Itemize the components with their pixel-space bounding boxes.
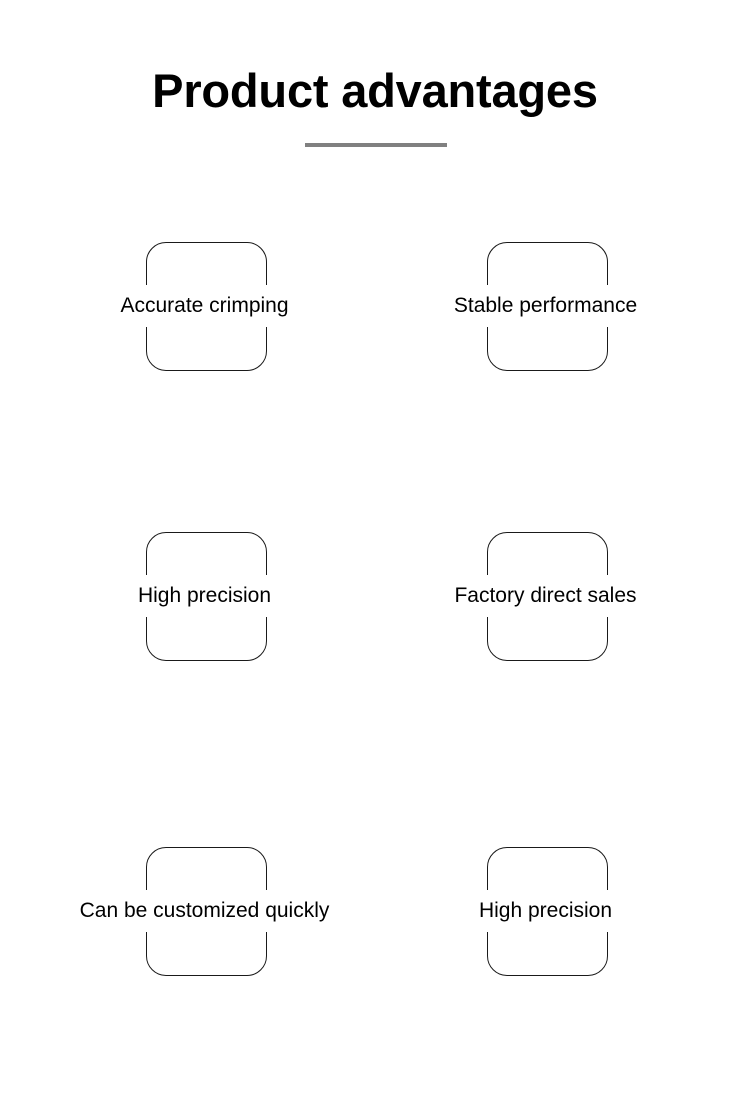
advantage-label: Stable performance: [358, 285, 733, 327]
advantage-item[interactable]: Stable performance: [358, 242, 733, 371]
title-divider: [305, 143, 447, 147]
advantage-label: High precision: [358, 890, 733, 932]
advantage-item[interactable]: High precision: [358, 847, 733, 976]
advantage-item[interactable]: Accurate crimping: [17, 242, 392, 371]
advantage-item[interactable]: Can be customized quickly: [0, 847, 410, 976]
page-title: Product advantages: [152, 64, 598, 117]
advantage-label: High precision: [17, 575, 392, 617]
advantage-label: Factory direct sales: [358, 575, 733, 617]
advantage-label: Accurate crimping: [17, 285, 392, 327]
advantage-label: Can be customized quickly: [0, 890, 410, 932]
advantage-item[interactable]: High precision: [17, 532, 392, 661]
advantage-item[interactable]: Factory direct sales: [358, 532, 733, 661]
